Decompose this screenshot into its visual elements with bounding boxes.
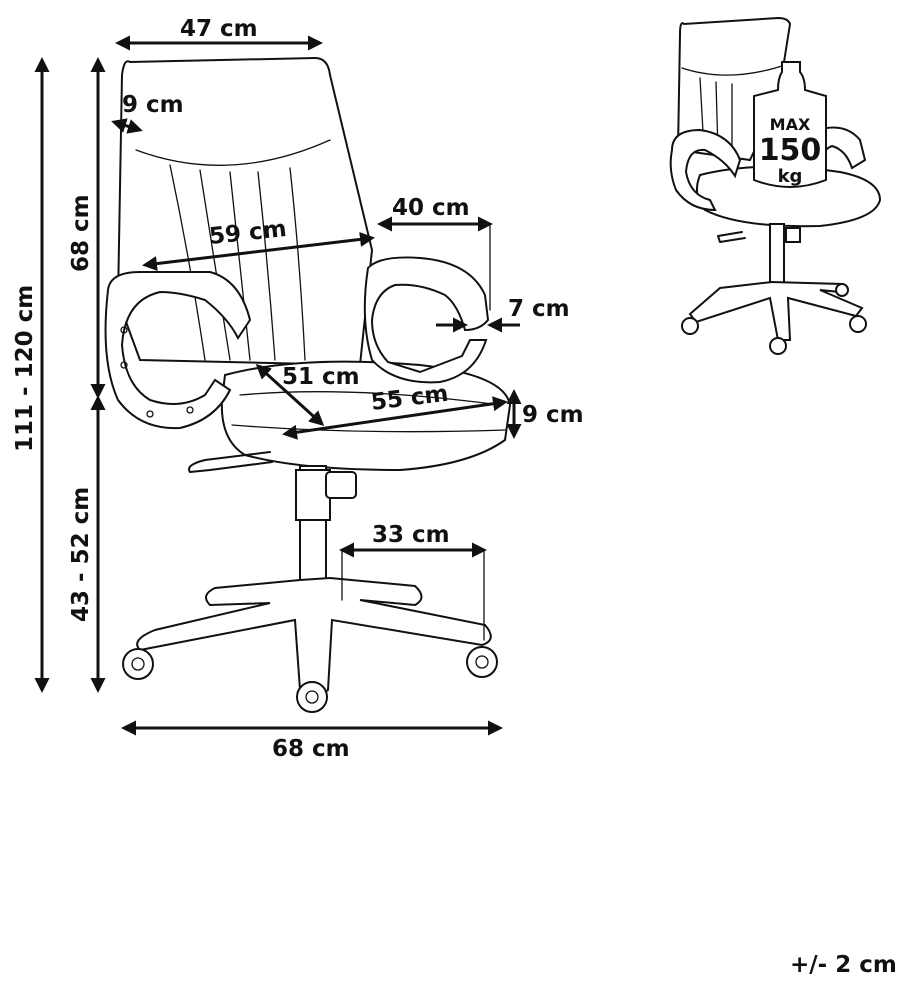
- chair-front-view: [104, 56, 512, 713]
- label-seat-depth: 51 cm: [282, 364, 360, 390]
- max-load-label: MAX: [770, 115, 811, 134]
- right-armrest: [363, 256, 490, 384]
- caster-right: [466, 646, 498, 678]
- label-backrest-height: 68 cm: [68, 194, 94, 272]
- caster-front: [296, 681, 328, 713]
- seat-cushion: [220, 360, 512, 472]
- left-armrest: [104, 271, 252, 430]
- star-base: [136, 576, 492, 696]
- dimension-labels: 47 cm 9 cm 68 cm 111 - 120 cm 43 - 52 cm…: [12, 16, 584, 762]
- label-base-width: 68 cm: [272, 736, 350, 762]
- label-base-radius: 33 cm: [372, 522, 450, 548]
- tolerance-note: +/- 2 cm: [790, 952, 897, 978]
- weight-icon: [753, 61, 827, 188]
- max-load-badge: MAX 150 kg: [753, 61, 827, 188]
- max-load-unit: kg: [778, 166, 803, 187]
- label-seat-thickness: 9 cm: [522, 402, 584, 428]
- max-load-value: 150: [759, 133, 822, 168]
- label-total-height: 111 - 120 cm: [12, 285, 38, 452]
- label-armrest-depth: 40 cm: [392, 195, 470, 221]
- caster-left: [122, 648, 154, 680]
- label-seat-height: 43 - 52 cm: [68, 487, 94, 622]
- label-width-top: 47 cm: [180, 16, 258, 42]
- label-armrest-width: 7 cm: [508, 296, 570, 322]
- label-backrest-thickness: 9 cm: [122, 92, 184, 118]
- dimension-arrows: [34, 35, 522, 736]
